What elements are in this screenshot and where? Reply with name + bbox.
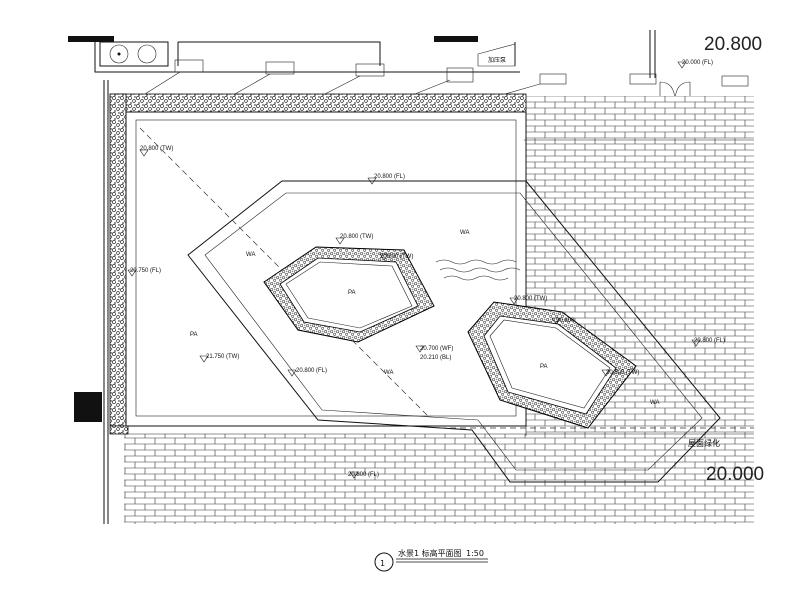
level-bottom: 20.210 (BL): [420, 355, 451, 361]
building-wall-left: [74, 80, 109, 524]
zone-wa-top: WA: [460, 230, 469, 236]
note-equipment: 加压泵: [488, 56, 506, 64]
level-top-right: 20.800: [704, 34, 762, 55]
pool-1: [263, 246, 435, 343]
zone-pa-left: PA: [190, 332, 198, 338]
level-water-fill: 20.700 (WF): [420, 346, 453, 352]
zone-wa-left: WA: [246, 252, 255, 258]
drawing-title: 水景1 标高平面图: [398, 548, 462, 558]
level-bottom-fl: 20.800 (FL): [348, 472, 379, 478]
level-markers: [127, 61, 701, 479]
zone-wa-mid: WA: [384, 370, 393, 376]
planting-area: [125, 111, 527, 427]
drawing-index-number: 1: [380, 559, 385, 568]
level-right-fl: 20.800 (FL): [694, 338, 725, 344]
level-deck-top: 20.800 (FL): [374, 174, 405, 180]
level-pool2-top: 20.800 (TW): [514, 296, 547, 302]
zone-pa-pool2: PA: [540, 364, 548, 370]
pool-2: [467, 301, 637, 429]
building-wall-top: [68, 30, 749, 103]
level-center-fl: 20.800 (FL): [296, 368, 327, 374]
drawing-scale: 1:50: [466, 549, 484, 558]
level-top-door: 20.000 (FL): [682, 60, 713, 66]
note-roof-greening: 屋面绿化: [688, 438, 720, 448]
level-pool2-inner: 20.800: [556, 318, 575, 324]
zone-wa-right: WA: [650, 400, 659, 406]
level-pool1-right: 20.800 (TW): [380, 254, 413, 260]
drawing-title-block: 1 水景1 标高平面图 1:50: [374, 548, 488, 572]
level-left-wall: 20.750 (FL): [130, 268, 161, 274]
zone-pa-pool1: PA: [348, 290, 356, 296]
water-feature-deck: [139, 127, 754, 483]
level-pool2-right: 20.800 (TW): [606, 370, 639, 376]
level-left-upper: 20.800 (TW): [140, 146, 173, 152]
level-left-tw: 21.750 (TW): [206, 354, 239, 360]
level-pool1-top: 20.800 (TW): [340, 234, 373, 240]
brick-paving: [124, 96, 754, 524]
level-bottom-right: 20.000: [706, 464, 764, 485]
